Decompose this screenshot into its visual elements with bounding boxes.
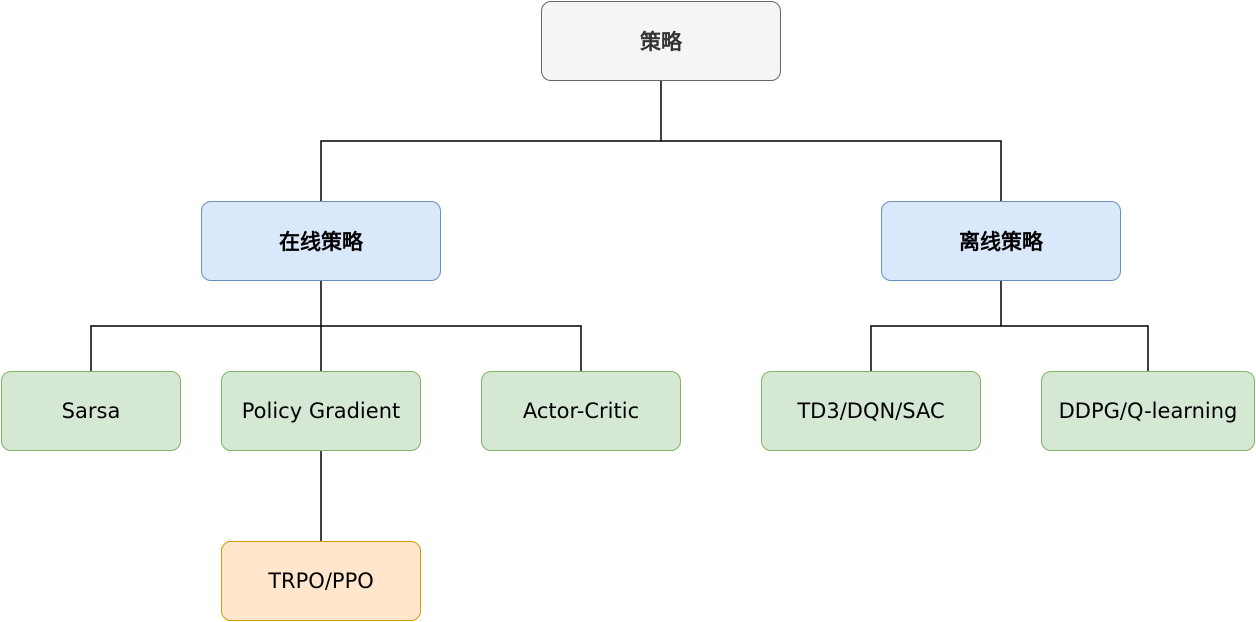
algorithm-node-policy-gradient: Policy Gradient <box>221 371 421 451</box>
connector-root-to-online <box>320 81 662 201</box>
connector-root-to-offline <box>661 140 1002 201</box>
online-policy-label: 在线策略 <box>279 230 363 254</box>
root-node-policy: 策略 <box>541 1 781 81</box>
algorithm-node-actor-critic: Actor-Critic <box>481 371 681 451</box>
variant-node-trpo-ppo: TRPO/PPO <box>221 541 421 621</box>
category-node-offline-policy: 离线策略 <box>881 201 1121 281</box>
trpo-ppo-label: TRPO/PPO <box>268 569 374 593</box>
td3-dqn-sac-label: TD3/DQN/SAC <box>797 399 945 423</box>
connector-online-to-sarsa <box>90 281 322 371</box>
category-node-online-policy: 在线策略 <box>201 201 441 281</box>
offline-policy-label: 离线策略 <box>959 230 1043 254</box>
actor-critic-label: Actor-Critic <box>522 399 640 423</box>
connector-offline-to-td3 <box>870 281 1002 371</box>
connector-offline-to-ddpg <box>1001 325 1149 371</box>
sarsa-label: Sarsa <box>61 399 121 423</box>
connector-online-to-ac <box>321 325 582 371</box>
policy-gradient-label: Policy Gradient <box>241 399 401 423</box>
root-node-label: 策略 <box>640 30 682 54</box>
algorithm-node-td3-dqn-sac: TD3/DQN/SAC <box>761 371 981 451</box>
algorithm-node-ddpg-q-learning: DDPG/Q-learning <box>1041 371 1255 451</box>
ddpg-q-learning-label: DDPG/Q-learning <box>1058 399 1238 423</box>
algorithm-node-sarsa: Sarsa <box>1 371 181 451</box>
